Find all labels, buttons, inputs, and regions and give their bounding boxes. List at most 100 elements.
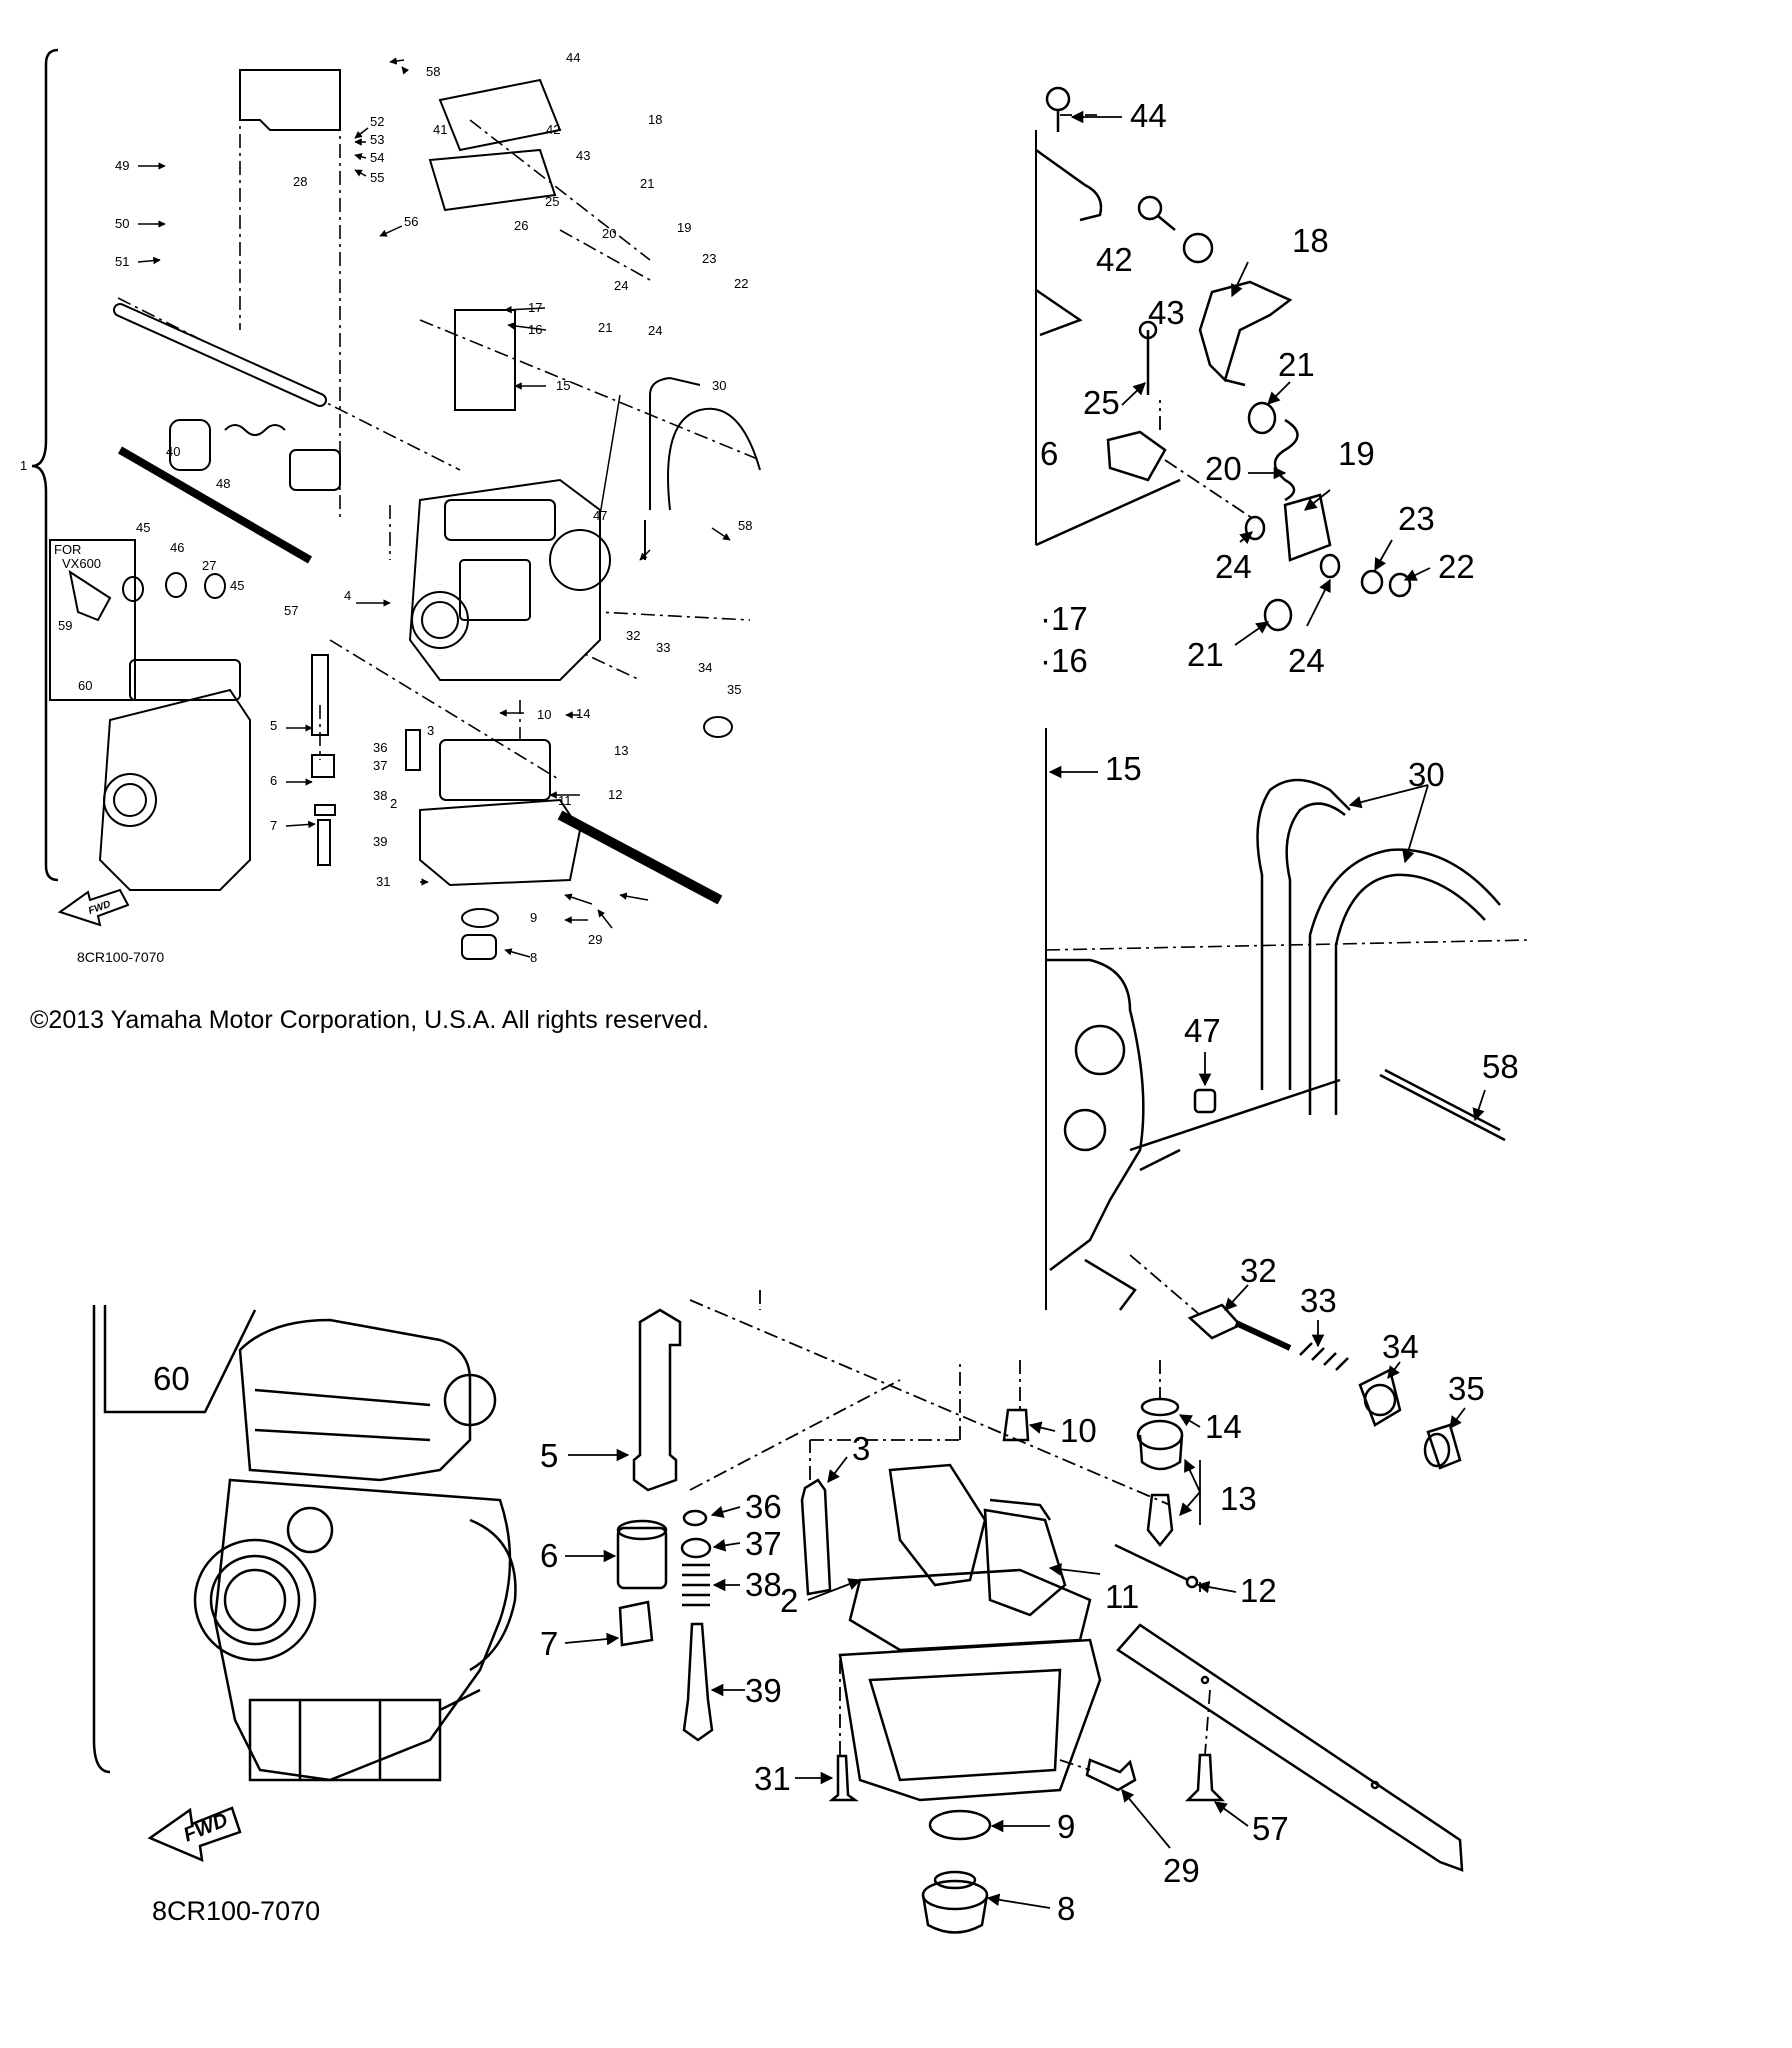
callout-50: 50 [115, 216, 129, 231]
callout-46: 46 [170, 540, 184, 555]
callout-24a: 24 [614, 278, 628, 293]
detail-callout-60: 60 [153, 1360, 190, 1397]
detail-callout-22: 22 [1438, 548, 1475, 585]
callout-38: 38 [373, 788, 387, 803]
overview-leaders [137, 57, 731, 958]
overview-diagram [31, 48, 761, 960]
detail-mid-labels: 15 30 47 58 [1105, 750, 1519, 1085]
detail-callout-8: 8 [1057, 1890, 1075, 1927]
callout-6: 6 [270, 773, 277, 788]
callout-57: 57 [284, 603, 298, 618]
diagram-code-small: 8CR100-7070 [77, 949, 165, 965]
detail-callout-21b: 21 [1187, 636, 1224, 673]
detail-callout-2: 2 [780, 1582, 798, 1619]
callout-29: 29 [588, 932, 602, 947]
detail-callout-33: 33 [1300, 1282, 1337, 1319]
detail-callout-9: 9 [1057, 1808, 1075, 1845]
callout-37: 37 [373, 758, 387, 773]
callout-59: 59 [58, 618, 72, 633]
detail-callout-26: 6 [1040, 435, 1058, 472]
detail-callout-5: 5 [540, 1437, 558, 1474]
detail-callout-14: 14 [1205, 1408, 1242, 1445]
callout-23: 23 [702, 251, 716, 266]
callout-9: 9 [530, 910, 537, 925]
callout-21a: 21 [640, 176, 654, 191]
callout-24b: 24 [648, 323, 662, 338]
callout-15: 15 [556, 378, 570, 393]
callout-42: 42 [546, 122, 560, 137]
detail-mid-leaders [1048, 765, 1486, 1122]
callout-16: 16 [528, 322, 542, 337]
detail-callout-25: 25 [1083, 384, 1120, 421]
detail-callout-30: 30 [1408, 756, 1445, 793]
diagram-code-large: 8CR100-7070 [152, 1896, 321, 1926]
callout-19: 19 [677, 220, 691, 235]
callout-18: 18 [648, 112, 662, 127]
callout-17: 17 [528, 300, 542, 315]
callout-36: 36 [373, 740, 387, 755]
callout-22: 22 [734, 276, 748, 291]
callout-44: 44 [566, 50, 580, 65]
callout-25: 25 [545, 194, 559, 209]
callout-30: 30 [712, 378, 726, 393]
callout-20: 20 [602, 226, 616, 241]
callout-28: 28 [293, 174, 307, 189]
callout-2: 2 [390, 796, 397, 811]
callout-5: 5 [270, 718, 277, 733]
detail-callout-13: 13 [1220, 1480, 1257, 1517]
detail-callout-42: 42 [1096, 241, 1133, 278]
callout-58b: 58 [738, 518, 752, 533]
callout-55: 55 [370, 170, 384, 185]
callout-10: 10 [537, 707, 551, 722]
detail-callout-39: 39 [745, 1672, 782, 1709]
callout-45b: 45 [230, 578, 244, 593]
callout-48: 48 [216, 476, 230, 491]
callout-13: 13 [614, 743, 628, 758]
detail-callout-24b: 24 [1288, 642, 1325, 679]
detail-callout-29: 29 [1163, 1852, 1200, 1889]
callout-49: 49 [115, 158, 129, 173]
detail-callout-47: 47 [1184, 1012, 1221, 1049]
variant-label-line2: VX600 [62, 556, 101, 571]
detail-top-labels: 44 42 43 18 25 21 6 20 19 24 23 22 ·17 ·… [1040, 97, 1475, 679]
callout-41: 41 [433, 122, 447, 137]
detail-callout-24a: 24 [1215, 548, 1252, 585]
variant-label-line1: FOR [54, 542, 81, 557]
detail-callout-32: 32 [1240, 1252, 1277, 1289]
detail-callout-37: 37 [745, 1525, 782, 1562]
callout-27: 27 [202, 558, 216, 573]
callout-54: 54 [370, 150, 384, 165]
detail-callout-17: ·17 [1040, 600, 1088, 637]
callout-31: 31 [376, 874, 390, 889]
detail-callout-3: 3 [852, 1430, 870, 1467]
detail-callout-7: 7 [540, 1625, 558, 1662]
detail-callout-12: 12 [1240, 1572, 1277, 1609]
detail-bottom-leaders [564, 1284, 1466, 1909]
callout-8: 8 [530, 950, 537, 965]
callout-1: 1 [20, 458, 27, 473]
detail-callout-15: 15 [1105, 750, 1142, 787]
callout-51: 51 [115, 254, 129, 269]
detail-mid-diagram [1045, 728, 1531, 1311]
callout-32: 32 [626, 628, 640, 643]
callout-53: 53 [370, 132, 384, 147]
detail-callout-35: 35 [1448, 1370, 1485, 1407]
detail-callout-34: 34 [1382, 1328, 1419, 1365]
detail-callout-11: 11 [1105, 1578, 1139, 1615]
callout-21b: 21 [598, 320, 612, 335]
detail-callout-58: 58 [1482, 1048, 1519, 1085]
callout-58a: 58 [426, 64, 440, 79]
callout-14: 14 [576, 706, 590, 721]
detail-callout-10: 10 [1060, 1412, 1097, 1449]
detail-top-diagram [1035, 86, 1412, 632]
detail-callout-36: 36 [745, 1488, 782, 1525]
callout-3: 3 [427, 723, 434, 738]
callout-33: 33 [656, 640, 670, 655]
callout-45a: 45 [136, 520, 150, 535]
callout-4: 4 [344, 588, 351, 603]
detail-bottom-diagram [92, 1254, 1464, 1934]
callout-39: 39 [373, 834, 387, 849]
detail-callout-20: 20 [1205, 450, 1242, 487]
callout-60: 60 [78, 678, 92, 693]
